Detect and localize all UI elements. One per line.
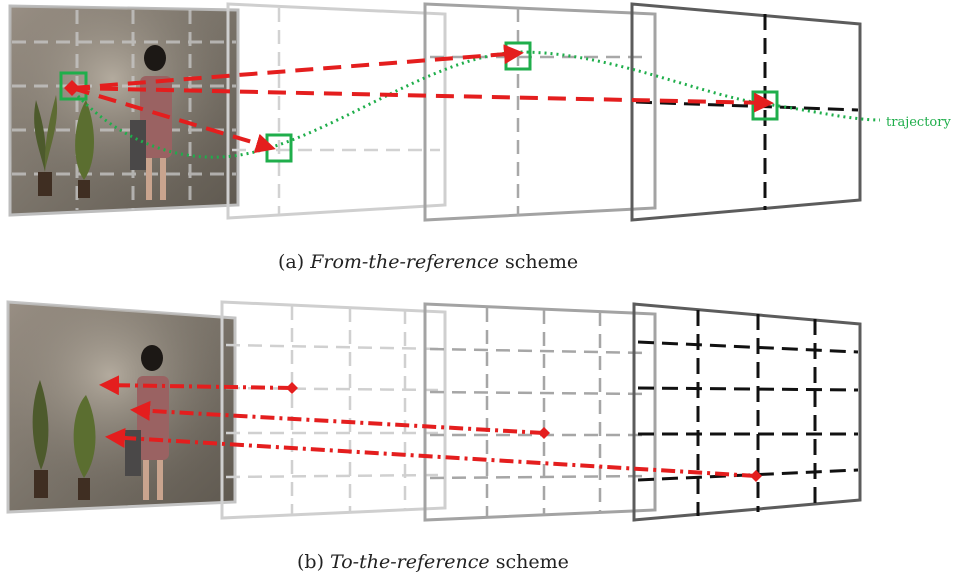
frame-4-b bbox=[632, 302, 862, 522]
frame-4-a bbox=[630, 2, 862, 222]
frame-3-b bbox=[423, 302, 657, 522]
frame-2-b bbox=[220, 300, 447, 520]
motion-vector-to-frame3 bbox=[71, 44, 524, 90]
trajectory-label: trajectory bbox=[886, 115, 951, 130]
reference-frame-photo-a bbox=[8, 4, 240, 217]
motion-vector-to-frame4 bbox=[71, 86, 774, 113]
caption-a: (a) From-the-reference scheme bbox=[278, 251, 578, 273]
frame-2-a bbox=[226, 2, 447, 220]
frame-3-a bbox=[423, 2, 657, 222]
motion-vectors-a bbox=[64, 44, 774, 153]
reference-frame-photo-b bbox=[6, 300, 237, 514]
panel-a: trajectory bbox=[8, 2, 951, 222]
block-box-frame4 bbox=[751, 90, 779, 121]
panel-b bbox=[6, 300, 862, 522]
caption-b: (b) To-the-reference scheme bbox=[297, 551, 569, 573]
motion-vector-from-frame4 bbox=[105, 427, 757, 478]
motion-vector-from-frame2 bbox=[99, 375, 293, 396]
plant-image-b bbox=[32, 380, 96, 500]
motion-vector-to-frame2 bbox=[64, 80, 276, 153]
source-markers-b bbox=[286, 382, 762, 482]
motion-vectors-b bbox=[99, 375, 757, 478]
